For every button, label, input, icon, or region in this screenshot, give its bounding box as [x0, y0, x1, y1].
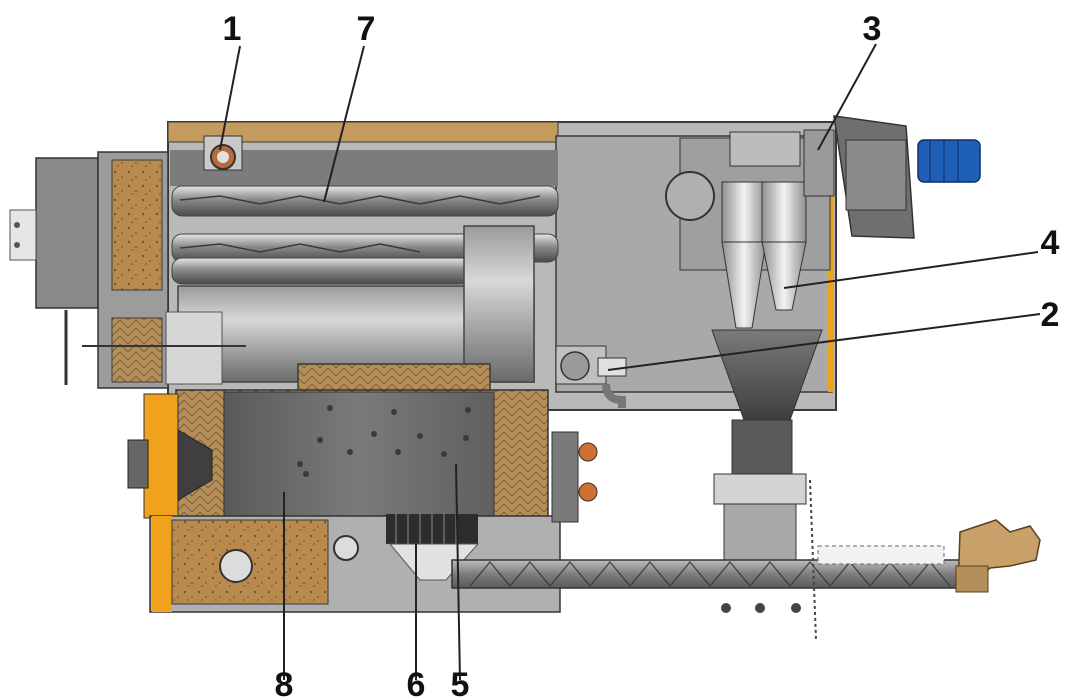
grate: [386, 514, 480, 581]
callout-3: 3: [863, 10, 882, 48]
flue-pipe: [555, 345, 627, 408]
screw-drive: [955, 519, 1041, 593]
flue-gas-fan: [803, 115, 981, 239]
cyclone-separators: [721, 181, 807, 329]
callout-8: 8: [275, 666, 294, 700]
combustion-drum: [82, 225, 535, 385]
ash-hopper: [711, 329, 823, 561]
ignition-port: [203, 135, 243, 171]
callout-6: 6: [407, 666, 426, 700]
callout-5: 5: [451, 666, 470, 700]
callout-7: 7: [357, 10, 376, 48]
refractory-bricks: [297, 363, 491, 395]
callout-2: 2: [1041, 296, 1060, 334]
leader-lines: [219, 43, 1041, 681]
side-valves: [551, 431, 598, 523]
callout-labels: 1 7 3 4 2 8 6 5: [223, 10, 1060, 700]
fan-motor: [917, 139, 981, 183]
combustion-chamber: [175, 389, 549, 521]
callout-4: 4: [1041, 224, 1060, 262]
callout-1: 1: [223, 10, 242, 48]
feed-screw-conveyor: [451, 479, 973, 641]
burner-nozzle: [127, 393, 213, 519]
front-door: [9, 151, 169, 389]
